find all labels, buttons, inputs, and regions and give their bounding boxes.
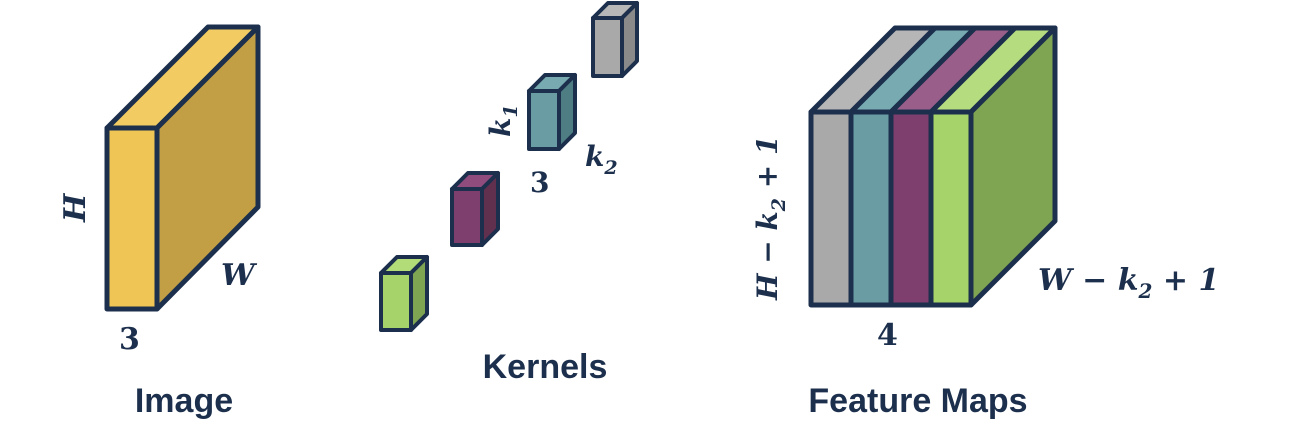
kernel-depth-label: 3 bbox=[530, 166, 549, 199]
fm-front-teal bbox=[848, 109, 894, 308]
kernel-width-label-sub: 2 bbox=[603, 157, 617, 179]
kernel-green-side bbox=[409, 255, 429, 332]
fm-width-label-sub: 2 bbox=[1138, 279, 1153, 303]
image-block-front bbox=[104, 125, 160, 312]
fm-width-label-main: W − k bbox=[1038, 263, 1139, 298]
kernel-gray bbox=[591, 1, 639, 78]
fm-front-purple bbox=[888, 109, 934, 308]
image-height-label: H bbox=[58, 192, 93, 223]
kernel-teal-front bbox=[527, 89, 561, 151]
fm-front-green bbox=[928, 109, 974, 308]
fm-width-label-tail: + 1 bbox=[1152, 263, 1219, 298]
kernel-purple-side bbox=[480, 171, 500, 247]
image-block bbox=[104, 24, 261, 312]
kernel-width-label: k2 bbox=[585, 140, 618, 179]
feature-maps-block bbox=[808, 25, 1058, 308]
caption-feature-maps: Feature Maps bbox=[808, 382, 1027, 420]
image-depth-label: 3 bbox=[119, 322, 140, 357]
kernel-height-label-sub: 1 bbox=[500, 104, 522, 117]
fm-width-label: W − k2 + 1 bbox=[1038, 263, 1219, 303]
fm-depth-label: 4 bbox=[877, 318, 898, 353]
kernel-teal-side bbox=[557, 73, 577, 151]
caption-image: Image bbox=[135, 382, 233, 420]
kernel-purple bbox=[450, 171, 500, 247]
kernel-gray-side bbox=[620, 1, 639, 78]
kernel-width-label-main: k bbox=[585, 140, 604, 173]
fm-height-label-sub: 2 bbox=[768, 198, 790, 212]
fm-height-label-main: H − k bbox=[751, 211, 784, 301]
fm-front-gray bbox=[808, 109, 854, 308]
kernel-gray-front bbox=[591, 16, 624, 78]
fm-height-label: H − k2 + 1 bbox=[751, 136, 790, 302]
kernel-green bbox=[379, 255, 429, 332]
kernel-height-label-main: k bbox=[484, 118, 517, 137]
kernel-teal bbox=[527, 73, 577, 151]
kernel-height-label: k1 bbox=[484, 104, 522, 137]
caption-kernels: Kernels bbox=[483, 348, 608, 386]
image-width-label: W bbox=[221, 258, 258, 293]
kernel-purple-front bbox=[450, 187, 484, 247]
fm-height-label-tail: + 1 bbox=[751, 136, 784, 198]
kernel-green-front bbox=[379, 271, 413, 332]
